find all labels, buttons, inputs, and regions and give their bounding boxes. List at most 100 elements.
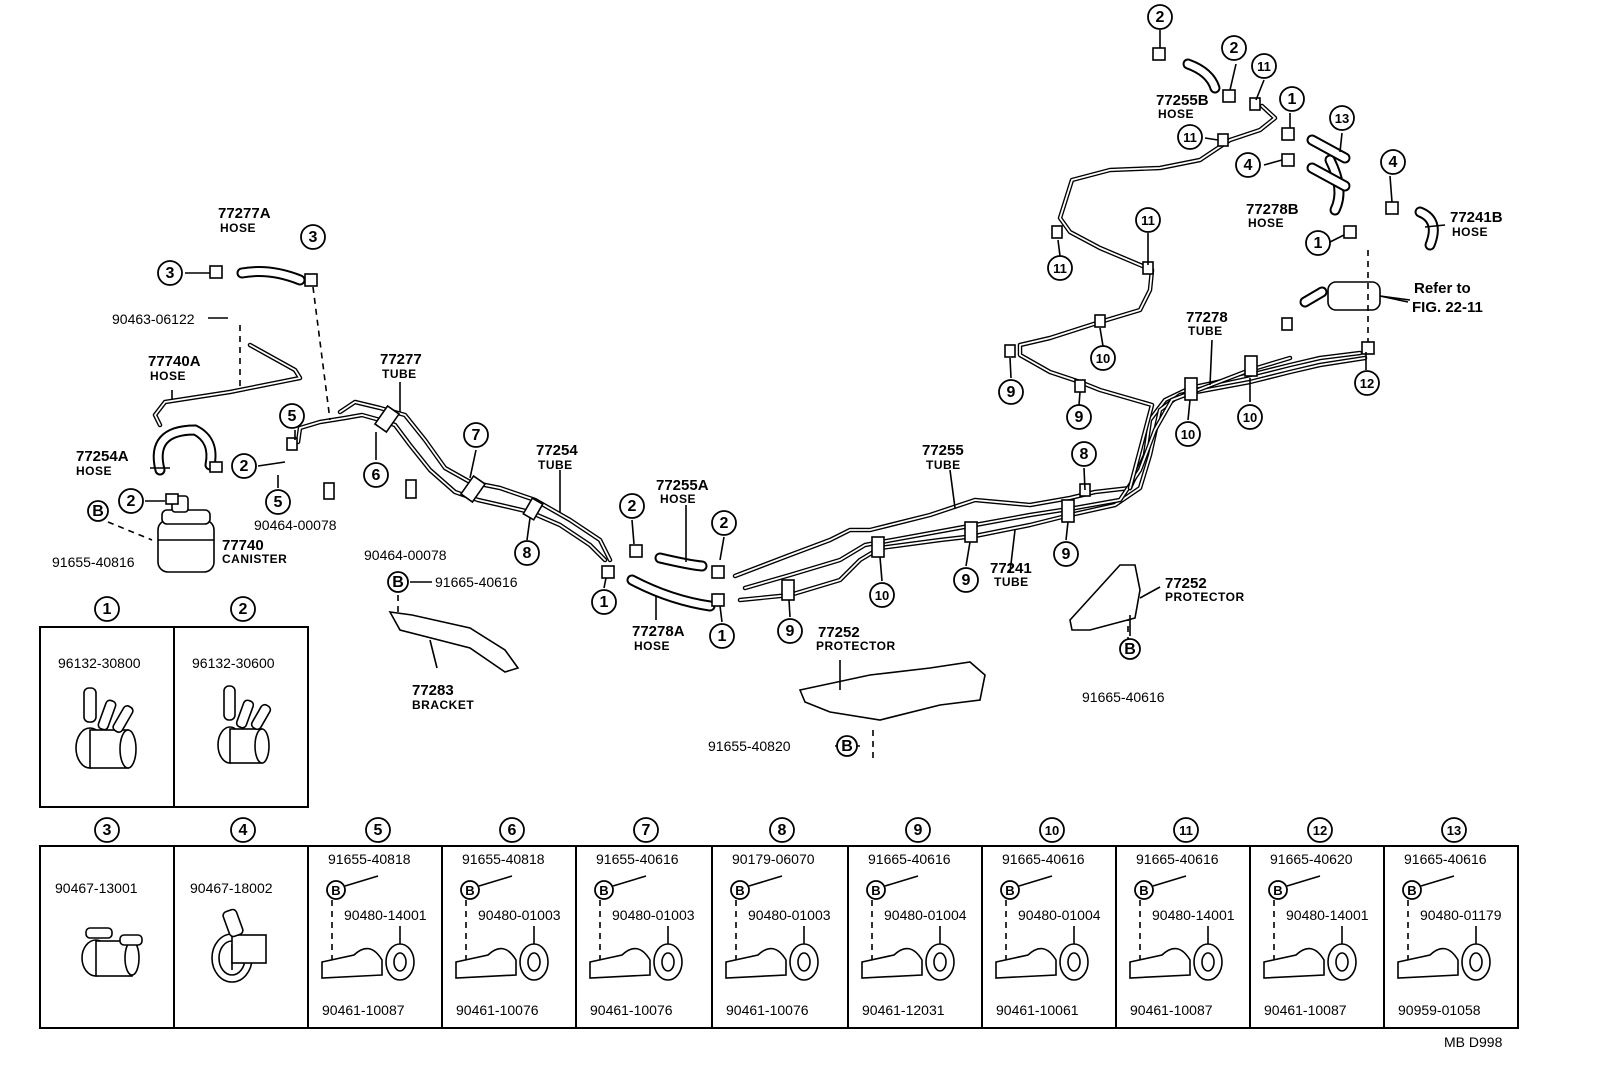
clamp-icon xyxy=(589,947,651,979)
bolt-icon xyxy=(866,880,886,900)
callout-number: 2 xyxy=(1156,9,1165,26)
callout-number: 8 xyxy=(1080,446,1089,463)
callout-marker-two: 2 xyxy=(1147,4,1173,30)
callout-marker-nine: 9 xyxy=(777,618,803,644)
callout-number: 10 xyxy=(1096,351,1110,366)
callout-number: 1 xyxy=(600,594,609,611)
bolt-marker-text: B xyxy=(1407,883,1416,898)
callout-number: 11 xyxy=(1179,823,1193,838)
legend-box-bottom xyxy=(39,845,1519,1029)
callout-marker-ten: 10 xyxy=(1175,421,1201,447)
bolt-part-number: 91665-40616 xyxy=(868,851,951,867)
label-77277A-type: HOSE xyxy=(220,221,256,235)
tube-clips xyxy=(165,47,1399,607)
callout-marker-nine: 9 xyxy=(953,567,979,593)
cushion-part-number: 90480-01004 xyxy=(1018,907,1101,923)
cushion-part-number: 90480-01003 xyxy=(612,907,695,923)
bolt-icon xyxy=(730,880,750,900)
callout-number: 3 xyxy=(103,822,112,839)
clamp-icon xyxy=(455,947,517,979)
callout-marker-eleven: 11 xyxy=(1177,124,1203,150)
callout-number: 13 xyxy=(1335,111,1349,126)
callout-marker-B: B xyxy=(87,500,109,522)
callout-marker-eleven: 11 xyxy=(1047,255,1073,281)
callout-number: 10 xyxy=(1045,823,1059,838)
clamp-icon xyxy=(725,947,787,979)
label-77278B: 77278B xyxy=(1246,201,1299,218)
callout-marker-nine: 9 xyxy=(1066,404,1092,430)
callout-number: 5 xyxy=(274,494,283,511)
label-77740: 77740 xyxy=(222,537,264,554)
callout-marker-one: 1 xyxy=(709,623,735,649)
bolt-marker-text: B xyxy=(735,883,744,898)
callout-number: B xyxy=(392,574,404,591)
label-77252-a: 77252 xyxy=(818,624,860,641)
callout-marker-three: 3 xyxy=(157,260,183,286)
callout-marker-eight: 8 xyxy=(1071,441,1097,467)
bracket-77283 xyxy=(388,610,520,673)
callout-marker-nine: 9 xyxy=(905,817,931,843)
callout-marker-three: 3 xyxy=(94,817,120,843)
callout-marker-ten: 10 xyxy=(1090,345,1116,371)
callout-number: 9 xyxy=(1007,384,1016,401)
callout-marker-five: 5 xyxy=(365,817,391,843)
clamp-part-number: 90461-10087 xyxy=(322,1002,405,1018)
callout-marker-B: B xyxy=(836,735,858,757)
callout-number: 5 xyxy=(288,408,297,425)
cushion-part-number: 90480-01003 xyxy=(748,907,831,923)
bolt-marker-text: B xyxy=(331,883,340,898)
callout-marker-eleven: 11 xyxy=(1173,817,1199,843)
bolt-part-number: 91655-40818 xyxy=(462,851,545,867)
callout-number: 10 xyxy=(1243,410,1257,425)
fuel-filter xyxy=(1327,281,1381,311)
bolt-part-number: 91665-40620 xyxy=(1270,851,1353,867)
callout-number: 7 xyxy=(642,822,651,839)
callout-marker-two: 2 xyxy=(231,453,257,479)
legend-c2-part: 96132-30600 xyxy=(192,655,275,671)
callout-marker-seven: 7 xyxy=(633,817,659,843)
callout-number: B xyxy=(841,738,853,755)
label-77277A: 77277A xyxy=(218,205,271,222)
label-77277: 77277 xyxy=(380,351,422,368)
label-77740A: 77740A xyxy=(148,353,201,370)
label-90464-00078-b: 90464-00078 xyxy=(364,547,447,563)
bolt-icon xyxy=(1000,880,1020,900)
bolt-part-number: 91655-40818 xyxy=(328,851,411,867)
clamp-part-number: 90461-10087 xyxy=(1264,1002,1347,1018)
cushion-part-number: 90480-14001 xyxy=(1152,907,1235,923)
label-77241: 77241 xyxy=(990,560,1032,577)
callout-number: 11 xyxy=(1141,213,1155,228)
label-77254A: 77254A xyxy=(76,448,129,465)
label-77255B-type: HOSE xyxy=(1158,107,1194,121)
callout-marker-B: B xyxy=(1119,638,1141,660)
label-77277-type: TUBE xyxy=(382,367,417,381)
callout-number: 1 xyxy=(718,628,727,645)
label-77254-type: TUBE xyxy=(538,458,573,472)
clamp-part-number: 90461-10076 xyxy=(456,1002,539,1018)
cushion-part-number: 90480-14001 xyxy=(344,907,427,923)
callout-number: 10 xyxy=(875,588,889,603)
callout-number: 4 xyxy=(1244,157,1253,174)
callout-number: 11 xyxy=(1183,130,1197,145)
label-91655-40820: 91655-40820 xyxy=(708,738,791,754)
label-90464-00078-a: 90464-00078 xyxy=(254,517,337,533)
bolt-icon xyxy=(594,880,614,900)
protector-77252-lower xyxy=(798,661,986,721)
callout-number: 3 xyxy=(309,229,318,246)
label-77241-type: TUBE xyxy=(994,575,1029,589)
callout-number: 6 xyxy=(372,467,381,484)
callout-marker-two: 2 xyxy=(230,596,256,622)
label-77740A-type: HOSE xyxy=(150,369,186,383)
label-77278A-type: HOSE xyxy=(634,639,670,653)
clamp-icon xyxy=(1263,947,1325,979)
callout-marker-two: 2 xyxy=(711,510,737,536)
label-91665-40616-b: 91665-40616 xyxy=(1082,689,1165,705)
clamp-icon xyxy=(321,947,383,979)
legend-c4-part: 90467-18002 xyxy=(190,880,273,896)
label-90463-06122: 90463-06122 xyxy=(112,311,195,327)
callout-marker-one: 1 xyxy=(1279,86,1305,112)
